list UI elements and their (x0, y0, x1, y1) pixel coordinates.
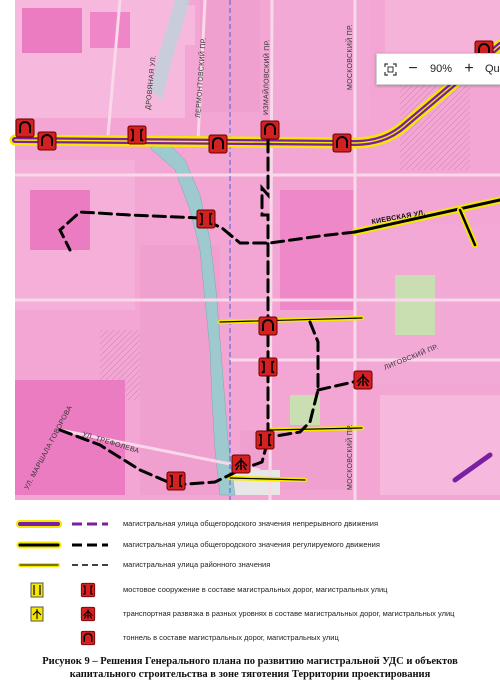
tunnel-icon (332, 133, 352, 153)
bridge-icon (258, 357, 278, 377)
zoom-in-button[interactable]: + (464, 60, 474, 77)
legend-text-continuous: магистральная улица общегородского значе… (123, 519, 379, 528)
bridge-icon (255, 430, 275, 450)
bridge-icon (196, 209, 216, 229)
legend-text-bridge: мостовое сооружение в составе магистраль… (123, 585, 388, 594)
search-text-partial[interactable]: Qu (485, 63, 500, 75)
tunnel-icon (37, 131, 57, 151)
tunnel-icon (15, 118, 35, 138)
interchange-icon (231, 454, 251, 474)
legend-text-interchange: транспортная развязка в разных уровнях в… (123, 609, 455, 618)
street-label: МОСКОВСКИЙ ПР. (345, 24, 354, 90)
legend-symbol-interchange (30, 606, 96, 622)
regulated-movement-road (351, 196, 500, 248)
interchange-icon (353, 370, 373, 390)
street-label: ИЗМАЙЛОВСКИЙ ПР. (261, 39, 271, 115)
legend-text-tunnel: тоннель в составе магистральных дорог, м… (123, 633, 339, 642)
fit-page-button[interactable] (377, 54, 403, 84)
tunnel-icon (208, 134, 228, 154)
tunnel-icon (258, 316, 278, 336)
zoom-toolbar: − 90% + Qu (376, 53, 500, 85)
tunnel-icon (260, 120, 280, 140)
legend-symbols (16, 520, 108, 646)
legend-symbol-bridge (30, 582, 96, 598)
street-grid (15, 0, 500, 500)
fit-page-icon (383, 62, 397, 76)
legend-text-regulated: магистральная улица общегородского значе… (123, 540, 380, 549)
canal (149, 139, 236, 496)
figure-caption: Рисунок 9 – Решения Генерального плана п… (0, 655, 500, 681)
street-label: МОСКОВСКИЙ ПР. (345, 424, 354, 490)
caption-line-2: капитального строительства в зоне тяготе… (69, 669, 431, 680)
district-roads (217, 315, 365, 483)
bridge-icon (127, 125, 147, 145)
continuous-movement-road (9, 39, 500, 483)
zoom-out-button[interactable]: − (408, 60, 418, 77)
legend-text-district: магистральная улица районного значения (123, 560, 271, 569)
bridge-icon (166, 471, 186, 491)
legend-symbol-tunnel (80, 630, 96, 646)
zoom-level: 90% (429, 63, 453, 75)
map-legend: магистральная улица общегородского значе… (0, 505, 500, 655)
caption-line-1: Рисунок 9 – Решения Генерального плана п… (42, 656, 458, 667)
